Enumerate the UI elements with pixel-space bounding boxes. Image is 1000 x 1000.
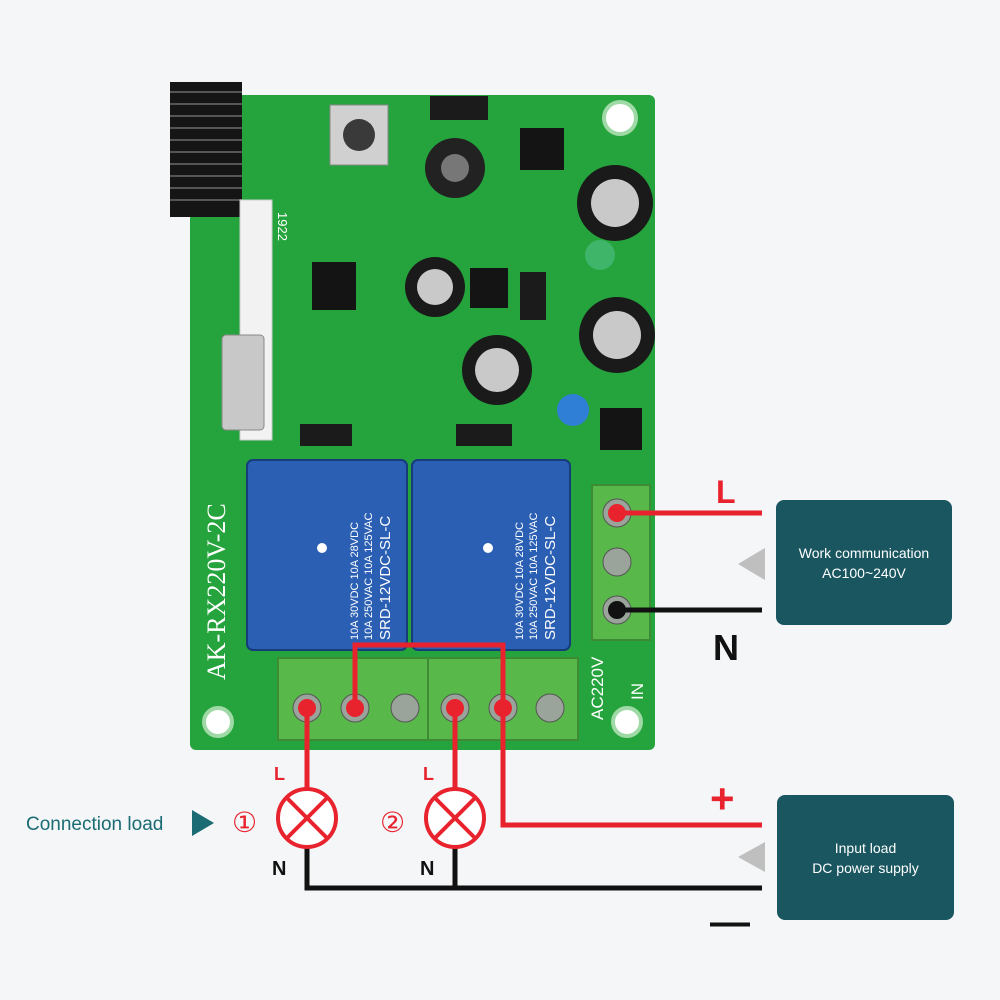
ac-input-label: AC220V bbox=[588, 656, 607, 720]
inductor-core bbox=[441, 154, 469, 182]
lamp-icon bbox=[424, 787, 486, 849]
relay-2-model: SRD-12VDC-SL-C bbox=[542, 516, 559, 640]
electrolytic-capacitor bbox=[405, 257, 465, 317]
wire-dc-minus bbox=[304, 848, 762, 891]
relay-1-rating-2: 10A 30VDC 10A 28VDC bbox=[349, 522, 361, 640]
electrolytic-capacitor bbox=[462, 335, 532, 405]
input-box-line1: Input load bbox=[834, 839, 897, 856]
crystal bbox=[221, 334, 265, 431]
smd-diode bbox=[300, 424, 352, 446]
connection-dot bbox=[446, 699, 464, 717]
load1-neutral-label: N bbox=[272, 858, 286, 880]
load2-line-label: L bbox=[423, 764, 434, 784]
work-box-line2: AC100~240V bbox=[822, 564, 906, 581]
input-load-box: Input load DC power supply bbox=[777, 795, 954, 920]
load1-number: ① bbox=[232, 806, 257, 839]
arrow-right-icon bbox=[192, 810, 214, 836]
neutral-label: N bbox=[713, 627, 739, 668]
minus-label: — bbox=[710, 900, 750, 944]
connection-dot bbox=[346, 699, 364, 717]
electrolytic-capacitor bbox=[577, 165, 653, 241]
arrow-left-icon bbox=[738, 548, 765, 580]
relay-1-rating: 10A 250VAC 10A 125VAC bbox=[363, 513, 375, 640]
inductor-small bbox=[585, 240, 615, 270]
relay-1: SRD-12VDC-SL-C 10A 250VAC 10A 125VAC 10A… bbox=[246, 459, 408, 651]
smd-diode bbox=[520, 272, 546, 320]
board-model: AK-RX220V-2C bbox=[202, 503, 231, 680]
load2-number: ② bbox=[380, 806, 405, 839]
bridge-rectifier bbox=[600, 408, 642, 450]
work-communication-box: Work communication AC100~240V bbox=[776, 500, 952, 625]
plus-label: + bbox=[710, 775, 735, 822]
wire-common-bridge bbox=[352, 642, 762, 828]
line-label: L bbox=[716, 474, 736, 510]
terminal-screw bbox=[390, 693, 420, 723]
ic-chip bbox=[312, 262, 356, 310]
load1-line-label: L bbox=[274, 764, 285, 784]
arrow-left-icon bbox=[738, 842, 765, 872]
smd-diode bbox=[430, 96, 488, 120]
load2-neutral-label: N bbox=[420, 858, 434, 880]
connection-dot bbox=[298, 699, 316, 717]
terminal-screw bbox=[602, 547, 632, 577]
relay-2: SRD-12VDC-SL-C 10A 250VAC 10A 125VAC 10A… bbox=[411, 459, 571, 651]
mounting-hole bbox=[202, 706, 234, 738]
relay-1-model: SRD-12VDC-SL-C bbox=[377, 516, 394, 640]
ic-chip bbox=[470, 268, 508, 308]
date-code: 1922 bbox=[275, 212, 290, 241]
terminal-screw bbox=[535, 693, 565, 723]
relay-2-rating: 10A 250VAC 10A 125VAC bbox=[528, 513, 540, 640]
work-box-line1: Work communication bbox=[798, 544, 930, 561]
ic-chip bbox=[520, 128, 564, 170]
antenna-coil bbox=[170, 82, 242, 217]
mounting-hole bbox=[611, 706, 643, 738]
neutral-dot bbox=[608, 601, 626, 619]
mounting-hole bbox=[602, 100, 638, 136]
push-button-cap bbox=[343, 119, 375, 151]
connection-dot bbox=[608, 504, 626, 522]
smd-diode bbox=[456, 424, 512, 446]
lamp-icon bbox=[276, 787, 338, 849]
ceramic-capacitor bbox=[557, 394, 589, 426]
connection-dot bbox=[494, 699, 512, 717]
input-box-line2: DC power supply bbox=[812, 859, 919, 876]
connection-load-label: Connection load bbox=[26, 814, 163, 835]
electrolytic-capacitor bbox=[579, 297, 655, 373]
push-button bbox=[329, 104, 389, 166]
in-label: IN bbox=[628, 683, 647, 700]
relay-2-rating-2: 10A 30VDC 10A 28VDC bbox=[514, 522, 526, 640]
